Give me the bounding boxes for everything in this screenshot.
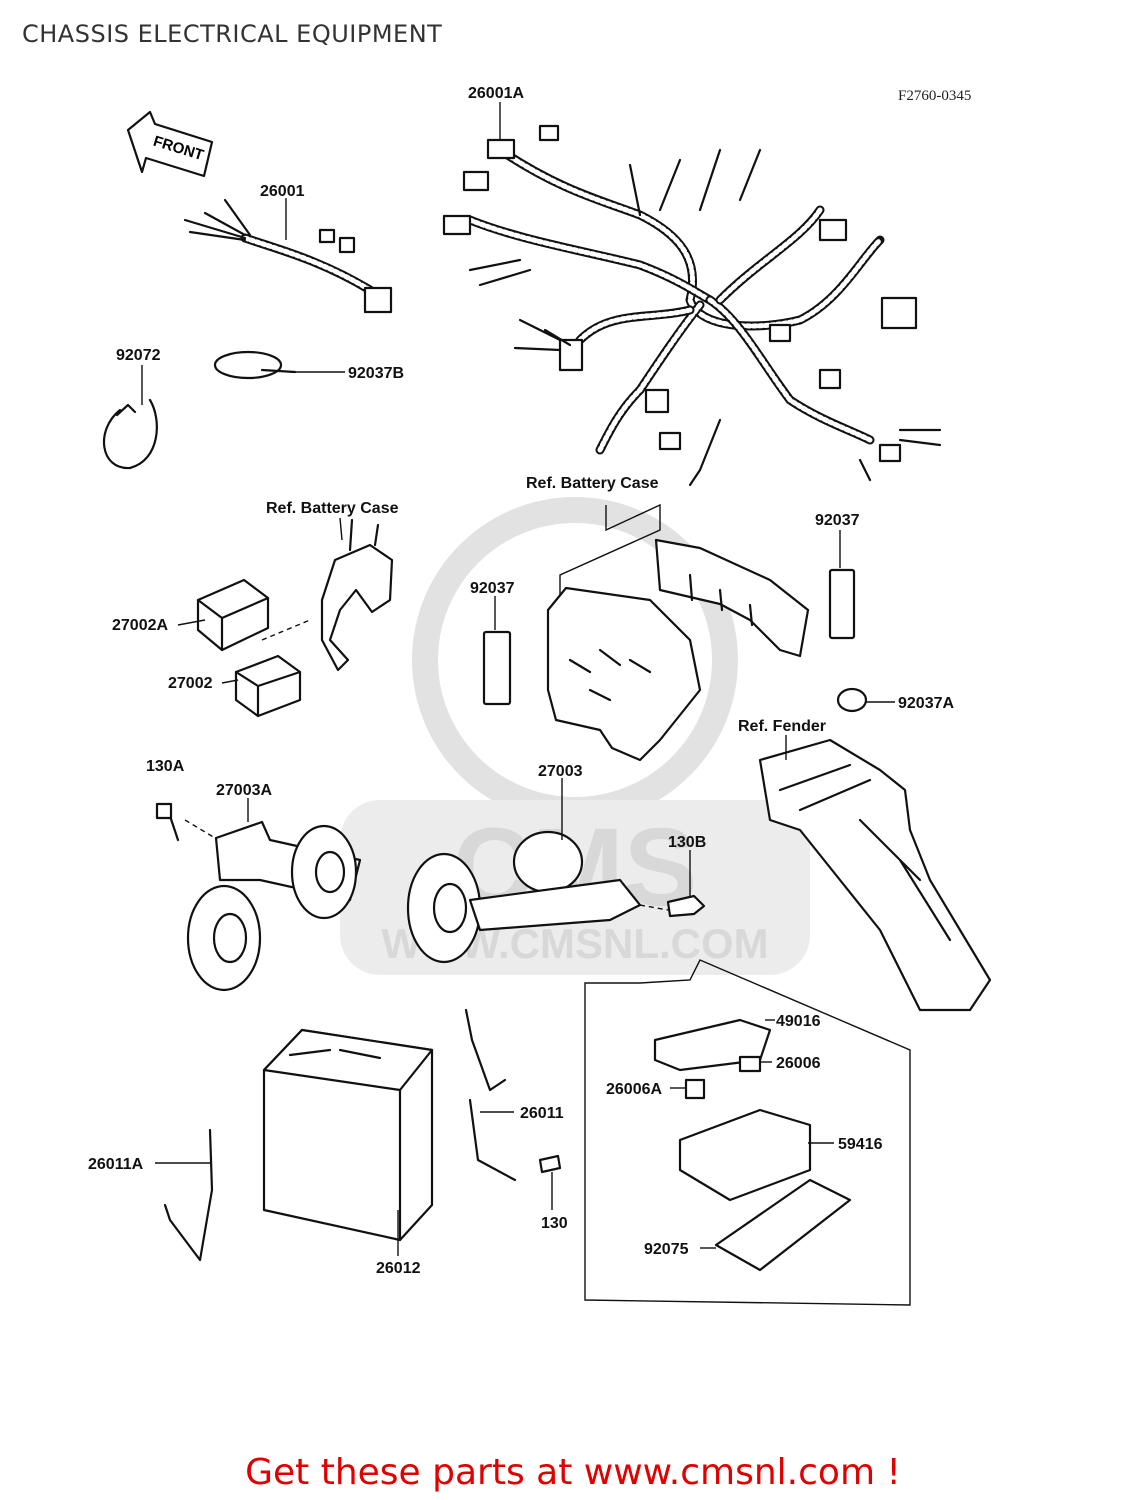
sub-harness-26001 — [183, 198, 393, 314]
label-26001: 26001 — [260, 183, 305, 200]
label-49016: 49016 — [776, 1013, 821, 1030]
label-27003: 27003 — [538, 763, 583, 780]
horn-27003 — [406, 830, 669, 964]
band-92037B — [213, 350, 297, 380]
label-26001A: 26001A — [468, 85, 524, 102]
label-92037-right: 92037 — [815, 512, 860, 529]
relay-27002 — [234, 654, 302, 718]
battery-26012 — [262, 1028, 434, 1242]
label-27002: 27002 — [168, 675, 213, 692]
page-title: CHASSIS ELECTRICAL EQUIPMENT — [22, 20, 443, 48]
label-27002A: 27002A — [112, 617, 168, 634]
label-92037-left: 92037 — [470, 580, 515, 597]
front-arrow-icon: FRONT — [126, 110, 214, 178]
figure-code: F2760-0345 — [898, 88, 971, 104]
label-ref-battery-case-right: Ref. Battery Case — [526, 475, 659, 492]
main-harness-26001A — [442, 124, 942, 487]
tab-92037-right — [828, 568, 856, 640]
label-92072: 92072 — [116, 347, 161, 364]
fender-reference — [758, 738, 992, 1012]
cable-26011A — [163, 1128, 214, 1262]
battery-case-bracket-left — [261, 518, 394, 672]
ecu-box-group — [584, 959, 911, 1306]
label-92075: 92075 — [644, 1241, 689, 1258]
label-92037B: 92037B — [348, 365, 404, 382]
screw-130 — [538, 1154, 562, 1174]
leader-lines — [141, 102, 895, 1256]
footer-promo-link[interactable]: Get these parts at www.cmsnl.com ! — [245, 1452, 901, 1493]
label-26012: 26012 — [376, 1260, 421, 1277]
tab-92037-left — [482, 630, 512, 706]
label-130B: 130B — [668, 834, 706, 851]
label-130A: 130A — [146, 758, 185, 775]
label-27003A: 27003A — [216, 782, 272, 799]
label-130: 130 — [541, 1215, 568, 1232]
bolt-130A — [155, 802, 173, 820]
label-59416: 59416 — [838, 1136, 883, 1153]
label-ref-battery-case-left: Ref. Battery Case — [266, 500, 399, 517]
label-26006A: 26006A — [606, 1081, 662, 1098]
battery-case-bracket-center — [546, 503, 810, 762]
grommet-92037A — [836, 687, 868, 713]
label-26011: 26011 — [520, 1105, 564, 1122]
bolt-130B — [666, 894, 706, 918]
horn-27003A — [166, 808, 362, 992]
clamp-92072 — [102, 398, 158, 470]
label-26011A: 26011A — [88, 1156, 144, 1173]
label-26006: 26006 — [776, 1055, 821, 1072]
label-92037A: 92037A — [898, 695, 954, 712]
cable-26011 — [464, 1008, 517, 1182]
label-ref-fender: Ref. Fender — [738, 718, 826, 735]
relay-27002A — [196, 578, 270, 652]
